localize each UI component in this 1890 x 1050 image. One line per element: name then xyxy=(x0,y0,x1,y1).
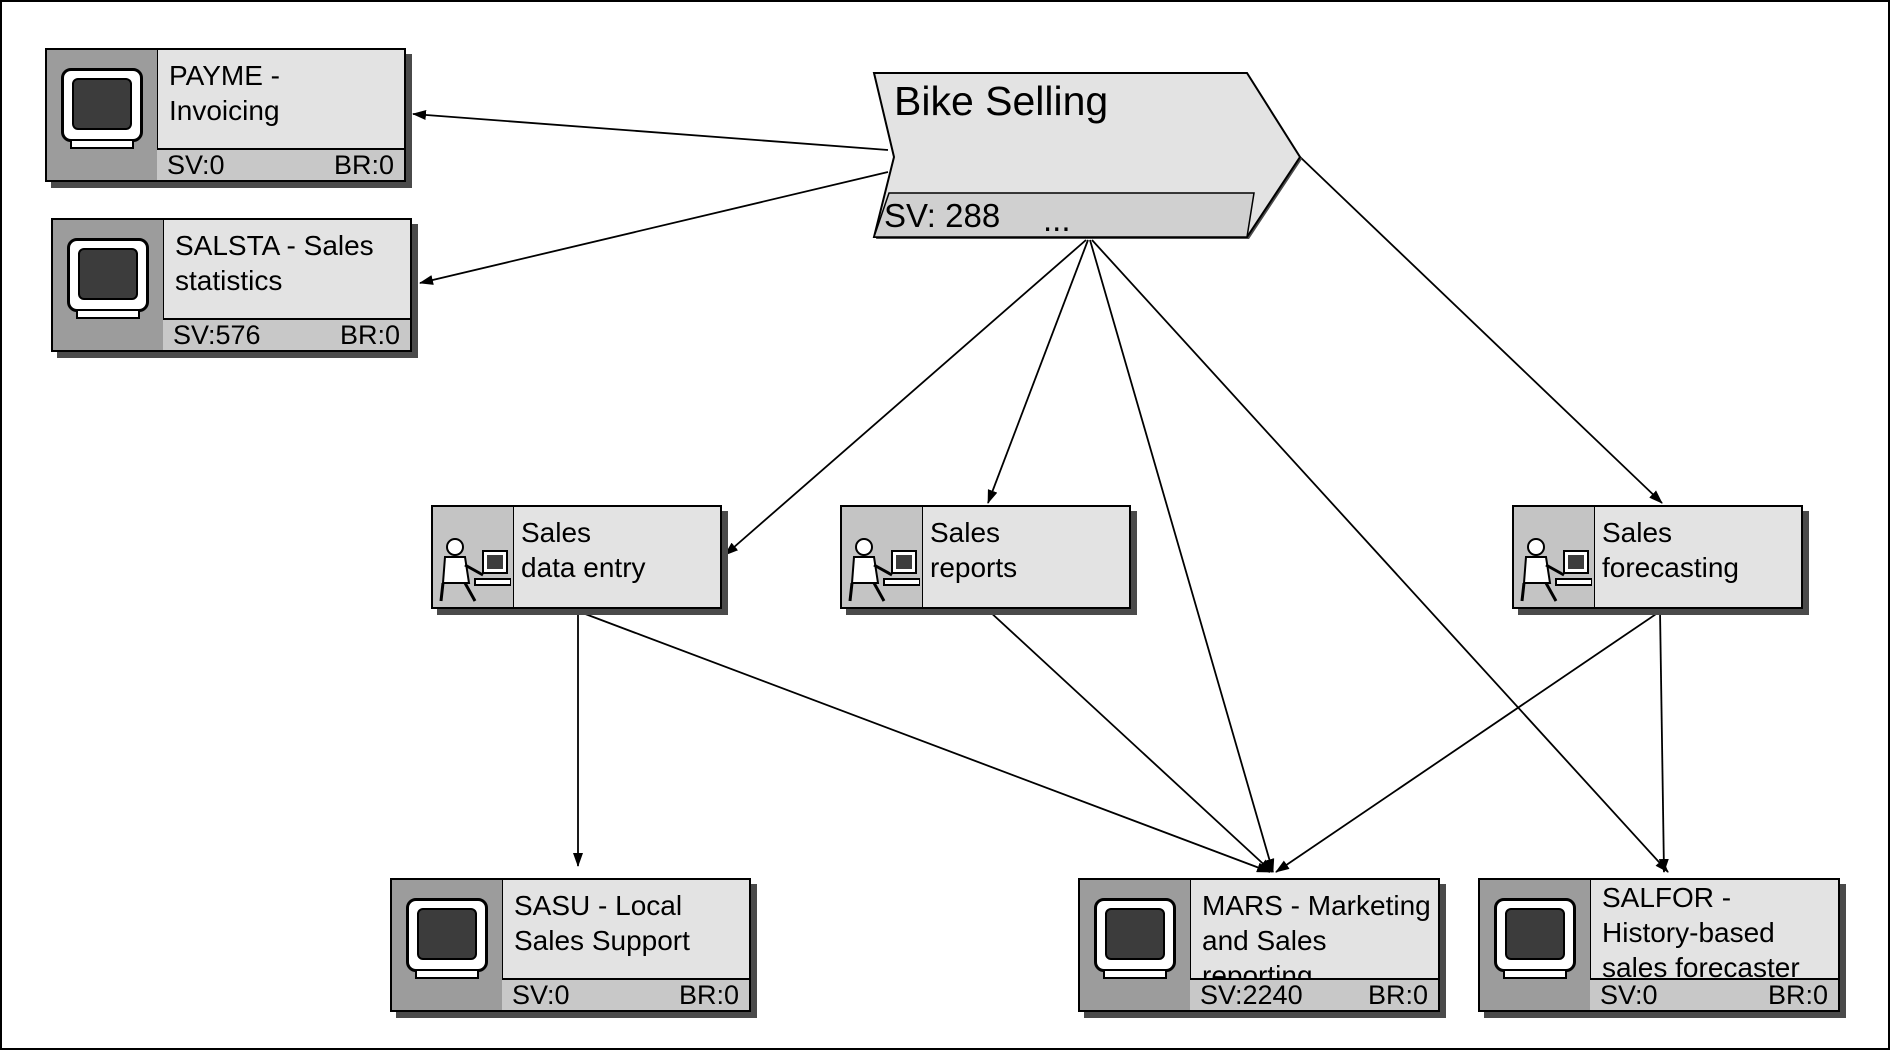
activity-icon-panel xyxy=(1514,507,1595,607)
activity-icon-panel xyxy=(842,507,923,607)
sv-count: SV:0 xyxy=(167,150,225,180)
application-name: SALFOR - History-based sales forecaster xyxy=(1602,882,1800,983)
application-icon-panel xyxy=(1080,880,1191,1010)
br-count: BR:0 xyxy=(678,980,739,1010)
br-count: BR:0 xyxy=(333,150,394,180)
br-count: BR:0 xyxy=(1367,980,1428,1010)
monitor-icon xyxy=(67,238,149,319)
process-title: Bike Selling xyxy=(894,78,1109,124)
process-shape[interactable] xyxy=(872,71,1302,239)
application-icon-panel xyxy=(392,880,503,1010)
sv-count: SV:576 xyxy=(173,320,261,350)
activity-icon-panel xyxy=(433,507,514,607)
application-mars[interactable]: MARS - Marketing and Sales reporting SV:… xyxy=(1078,878,1440,1012)
more-indicator[interactable]: ... xyxy=(1043,201,1071,238)
sv-count: SV:2240 xyxy=(1200,980,1303,1010)
activity-name: Sales data entry xyxy=(521,517,646,583)
application-name: MARS - Marketing and Sales reporting xyxy=(1202,890,1431,991)
application-salsta[interactable]: SALSTA - Sales statistics SV:576 BR:0 xyxy=(51,218,412,352)
monitor-icon xyxy=(1094,898,1176,979)
application-footer: SV:0 BR:0 xyxy=(502,978,749,1010)
br-count: BR:0 xyxy=(1767,980,1828,1010)
application-footer: SV:0 BR:0 xyxy=(157,148,404,180)
application-footer: SV:576 BR:0 xyxy=(163,318,410,350)
activity-sales-data-entry[interactable]: Sales data entry xyxy=(431,505,722,609)
application-payme[interactable]: PAYME - Invoicing SV:0 BR:0 xyxy=(45,48,406,182)
application-name: PAYME - Invoicing xyxy=(169,60,280,126)
person-at-computer-icon xyxy=(848,538,920,602)
monitor-icon xyxy=(61,68,143,149)
br-count: BR:0 xyxy=(339,320,400,350)
application-footer: SV:0 BR:0 xyxy=(1590,978,1838,1010)
application-icon-panel xyxy=(47,50,158,180)
process-sv-count: SV: 288 xyxy=(884,197,1001,234)
application-footer: SV:2240 BR:0 xyxy=(1190,978,1438,1010)
application-icon-panel xyxy=(1480,880,1591,1010)
activity-sales-reports[interactable]: Sales reports xyxy=(840,505,1131,609)
application-salfor[interactable]: SALFOR - History-based sales forecaster … xyxy=(1478,878,1840,1012)
application-name: SALSTA - Sales statistics xyxy=(175,230,374,296)
sv-count: SV:0 xyxy=(512,980,570,1010)
monitor-icon xyxy=(1494,898,1576,979)
person-at-computer-icon xyxy=(439,538,511,602)
activity-name: Sales forecasting xyxy=(1602,517,1739,583)
person-at-computer-icon xyxy=(1520,538,1592,602)
monitor-icon xyxy=(406,898,488,979)
activity-sales-forecasting[interactable]: Sales forecasting xyxy=(1512,505,1803,609)
application-icon-panel xyxy=(53,220,164,350)
sv-count: SV:0 xyxy=(1600,980,1658,1010)
activity-name: Sales reports xyxy=(930,517,1018,583)
application-sasu[interactable]: SASU - Local Sales Support SV:0 BR:0 xyxy=(390,878,751,1012)
application-name: SASU - Local Sales Support xyxy=(514,890,690,956)
